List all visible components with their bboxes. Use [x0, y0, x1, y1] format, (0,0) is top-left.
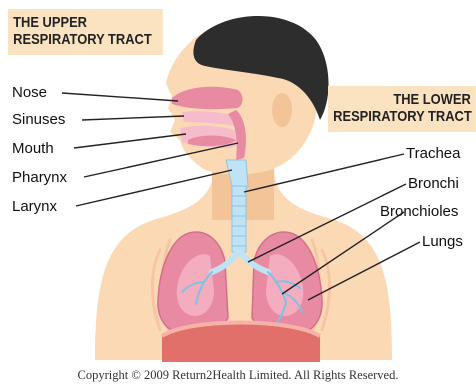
label-pharynx: Pharynx [12, 169, 67, 187]
label-sinuses: Sinuses [12, 111, 65, 129]
lower-title-line1: THE LOWER [333, 91, 471, 108]
leader-nose [62, 93, 178, 101]
label-mouth: Mouth [12, 140, 54, 158]
lower-title-line2: RESPIRATORY TRACT [333, 108, 471, 125]
copyright-notice: Copyright © 2009 Return2Health Limited. … [0, 368, 476, 383]
label-trachea: Trachea [406, 145, 460, 163]
label-nose: Nose [12, 84, 47, 102]
label-bronchioles: Bronchioles [380, 203, 458, 221]
upper-respiratory-tract-title: THE UPPER RESPIRATORY TRACT [8, 9, 163, 55]
lower-respiratory-tract-title: THE LOWER RESPIRATORY TRACT [328, 86, 476, 132]
upper-title-line1: THE UPPER [13, 14, 157, 31]
leader-sinuses [82, 116, 184, 120]
upper-title-line2: RESPIRATORY TRACT [13, 31, 157, 48]
label-bronchi: Bronchi [408, 175, 459, 193]
label-lungs: Lungs [422, 233, 463, 251]
ear [272, 93, 292, 127]
label-larynx: Larynx [12, 198, 57, 216]
leader-mouth [74, 134, 186, 148]
